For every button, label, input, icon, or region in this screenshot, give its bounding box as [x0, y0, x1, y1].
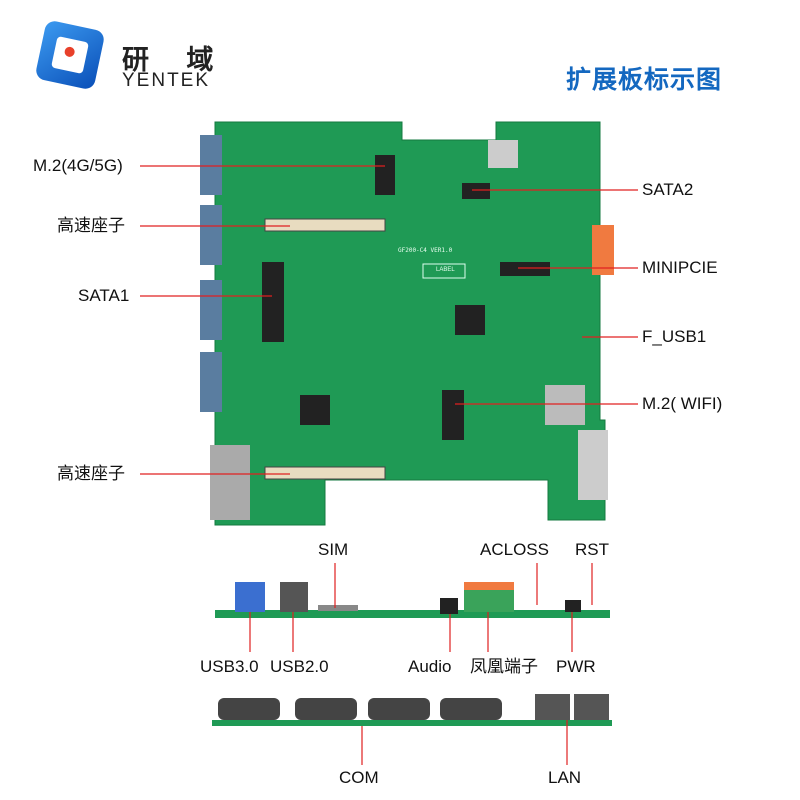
brand-name-en: YENTEK [122, 70, 211, 91]
phoenix-connector-top [592, 225, 614, 275]
chip [455, 305, 485, 335]
label-f-usb1: F_USB1 [642, 327, 707, 346]
audio-jack [440, 598, 458, 614]
label-com: COM [339, 768, 379, 787]
label-m2-wifi: M.2( WIFI) [642, 394, 723, 413]
lan-ports-left [210, 445, 250, 520]
brand-name-cn: 研 域 [122, 45, 228, 76]
side-view-pcb [215, 610, 610, 618]
board-model-silkscreen: GF200-C4 VER1.0 [398, 247, 453, 254]
label-acloss: ACLOSS [480, 540, 549, 559]
com-ports-back [218, 698, 502, 720]
label-usb2: USB2.0 [270, 657, 329, 676]
leader-lines [140, 165, 638, 765]
label-high-speed-connector-2: 高速座子 [57, 464, 125, 483]
sim-slot-top [545, 385, 585, 425]
label-sata2: SATA2 [642, 180, 694, 199]
m2-wifi-slot [442, 390, 464, 440]
pwr-button [565, 600, 581, 612]
back-view-pcb [212, 720, 612, 726]
com-ports-left [200, 135, 222, 412]
label-m2-4g5g: M.2(4G/5G) [33, 156, 123, 175]
label-phoenix-terminal: 凤凰端子 [470, 657, 538, 676]
chip [300, 395, 330, 425]
minipcie-slot [500, 262, 550, 276]
label-pwr: PWR [556, 657, 596, 676]
label-sata1: SATA1 [78, 286, 130, 305]
high-speed-connector-top [264, 218, 386, 232]
sata1-connector [262, 262, 284, 342]
label-box [422, 263, 466, 279]
label-high-speed-connector-1: 高速座子 [57, 216, 125, 235]
lan-ports-back [535, 694, 609, 720]
usb2-port [280, 582, 308, 612]
sata2-connector [462, 183, 490, 199]
usb-right [578, 430, 608, 500]
label-rst: RST [575, 540, 609, 559]
board-label-silkscreen: LABEL [436, 267, 455, 273]
page-title: 扩展板标示图 [566, 66, 723, 94]
high-speed-connector-bottom [264, 466, 386, 480]
sim-slot [318, 605, 358, 611]
label-minipcie: MINIPCIE [642, 258, 718, 277]
m2-4g-slot [375, 155, 395, 195]
label-audio: Audio [408, 657, 452, 676]
label-lan: LAN [548, 768, 582, 787]
usb3-port [235, 582, 265, 612]
usb-top [488, 140, 518, 168]
phoenix-connector [464, 588, 514, 612]
label-usb3: USB3.0 [200, 657, 259, 676]
label-sim: SIM [318, 540, 349, 559]
